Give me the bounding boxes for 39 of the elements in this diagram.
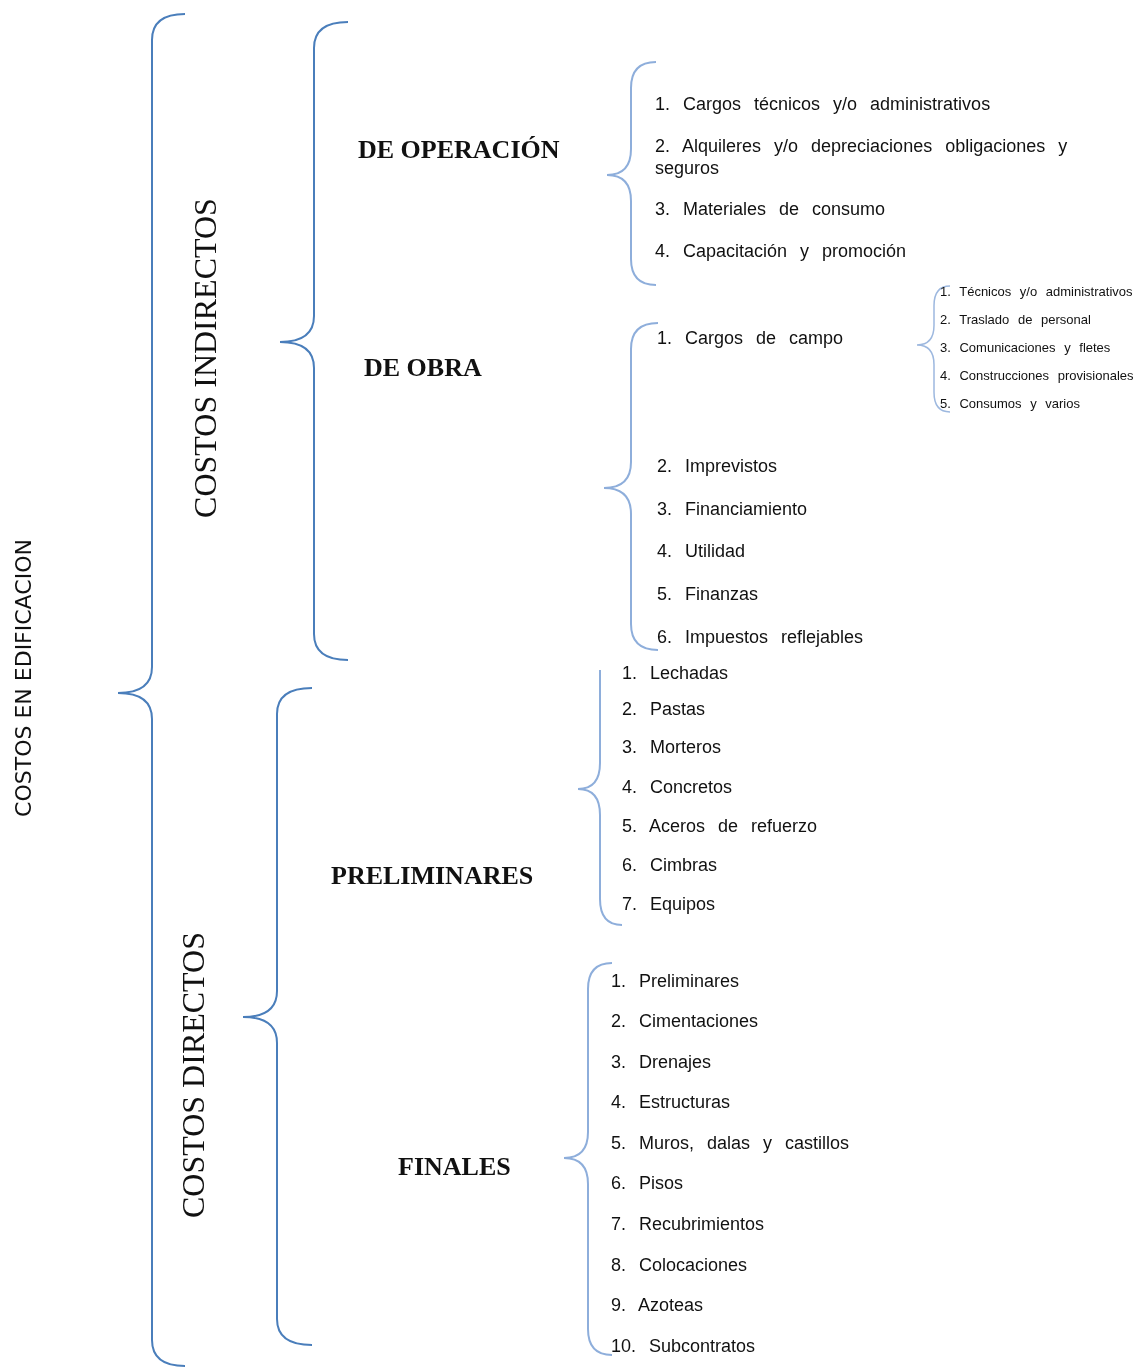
vertical-title: COSTOS DIRECTOS bbox=[173, 932, 212, 1218]
list-item: 5. Finanzas bbox=[657, 584, 759, 606]
list-item: 2. Alquileres y/o depreciaciones obligaciones y seguros bbox=[655, 136, 1069, 180]
list-item: 3. Drenajes bbox=[611, 1052, 712, 1074]
category-heading: DE OBRA bbox=[364, 352, 482, 384]
vertical-title: COSTOS EN EDIFICACION bbox=[10, 539, 37, 817]
list-item: 6. Impuestos reflejables bbox=[657, 627, 864, 649]
list-item: 1. Técnicos y/o administrativos bbox=[940, 284, 1133, 300]
list-item: 7. Equipos bbox=[622, 894, 716, 916]
list-item: 4. Utilidad bbox=[657, 541, 746, 563]
list-item: 1. Cargos de campo bbox=[657, 328, 844, 350]
category-heading: FINALES bbox=[398, 1151, 511, 1183]
list-item: 8. Colocaciones bbox=[611, 1255, 748, 1277]
list-item: 5. Aceros de refuerzo bbox=[622, 816, 818, 838]
list-item: 1. Cargos técnicos y/o administrativos bbox=[655, 94, 991, 116]
list-item: 3. Financiamiento bbox=[657, 499, 808, 521]
list-item: 2. Imprevistos bbox=[657, 456, 778, 478]
list-item: 4. Capacitación y promoción bbox=[655, 241, 907, 263]
list-item: 6. Cimbras bbox=[622, 855, 718, 877]
list-item: 1. Preliminares bbox=[611, 971, 740, 993]
list-item: 2. Traslado de personal bbox=[940, 312, 1091, 328]
list-item: 3. Morteros bbox=[622, 737, 722, 759]
list-item: 9. Azoteas bbox=[611, 1295, 704, 1317]
list-item: 3. Materiales de consumo bbox=[655, 199, 886, 221]
list-item: 4. Construcciones provisionales bbox=[940, 368, 1134, 384]
list-item: 5. Consumos y varios bbox=[940, 396, 1080, 412]
list-item: 4. Estructuras bbox=[611, 1092, 731, 1114]
list-item: 3. Comunicaciones y fletes bbox=[940, 340, 1111, 356]
category-heading: PRELIMINARES bbox=[331, 860, 534, 892]
list-item: 10. Subcontratos bbox=[611, 1336, 756, 1358]
category-heading: DE OPERACIÓN bbox=[358, 134, 560, 166]
list-item: 5. Muros, dalas y castillos bbox=[611, 1133, 850, 1155]
vertical-title: COSTOS INDIRECTOS bbox=[185, 198, 224, 518]
list-item: 6. Pisos bbox=[611, 1173, 684, 1195]
list-item: 2. Pastas bbox=[622, 699, 706, 721]
list-item: 7. Recubrimientos bbox=[611, 1214, 765, 1236]
list-item: 1. Lechadas bbox=[622, 663, 729, 685]
list-item: 4. Concretos bbox=[622, 777, 733, 799]
list-item: 2. Cimentaciones bbox=[611, 1011, 759, 1033]
